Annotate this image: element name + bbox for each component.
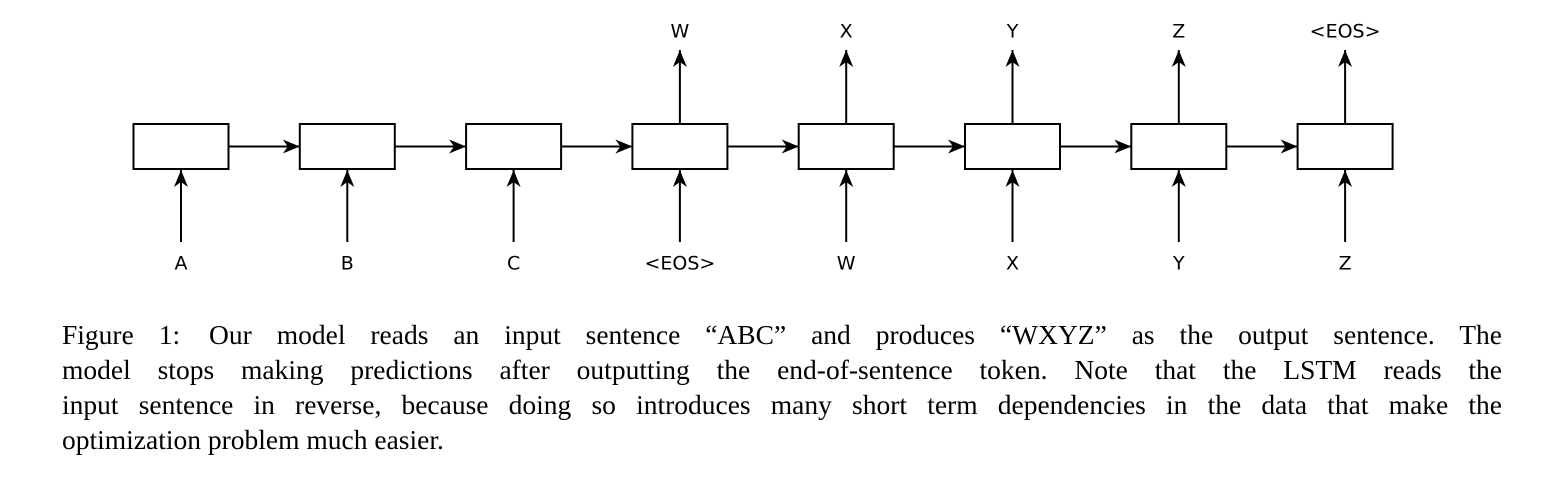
input-token-label: W xyxy=(837,253,856,275)
lstm-cell-8 xyxy=(1296,123,1394,170)
output-token-label: <EOS> xyxy=(1310,21,1381,43)
output-token-label: X xyxy=(840,21,853,43)
caption-label: Figure 1: xyxy=(62,319,181,350)
lstm-cell-4 xyxy=(631,123,729,170)
caption-line-3: input sentence in reverse, because doing… xyxy=(62,389,1502,420)
input-token-label: Y xyxy=(1172,253,1185,275)
figure-caption: Figure 1: Our model reads an input sente… xyxy=(62,317,1502,457)
lstm-cell-5 xyxy=(797,123,895,170)
lstm-cell-6 xyxy=(964,123,1061,170)
lstm-cell-3 xyxy=(465,123,563,170)
caption-text-1: Our model reads an input sentence “ABC” … xyxy=(209,319,1502,350)
caption-line-4: optimization problem much easier. xyxy=(62,424,444,455)
caption-line-1: Figure 1: Our model reads an input sente… xyxy=(62,317,1502,352)
output-token-label: Y xyxy=(1006,21,1019,43)
input-token-label: <EOS> xyxy=(644,253,715,275)
lstm-cell-7 xyxy=(1130,123,1228,170)
caption-line-2: model stops making predictions after out… xyxy=(62,354,1502,385)
lstm-cell-1 xyxy=(132,123,230,170)
input-token-label: A xyxy=(175,253,188,275)
lstm-cell-2 xyxy=(298,123,396,170)
input-token-label: Z xyxy=(1339,253,1352,275)
input-token-label: B xyxy=(341,253,354,275)
output-token-label: W xyxy=(671,21,690,43)
input-token-label: X xyxy=(1006,253,1019,275)
output-token-label: Z xyxy=(1172,21,1185,43)
seq2seq-diagram: A B C <EOS> W W X X Y Y Z Z <EOS> xyxy=(132,21,1394,275)
input-token-label: C xyxy=(507,253,520,275)
